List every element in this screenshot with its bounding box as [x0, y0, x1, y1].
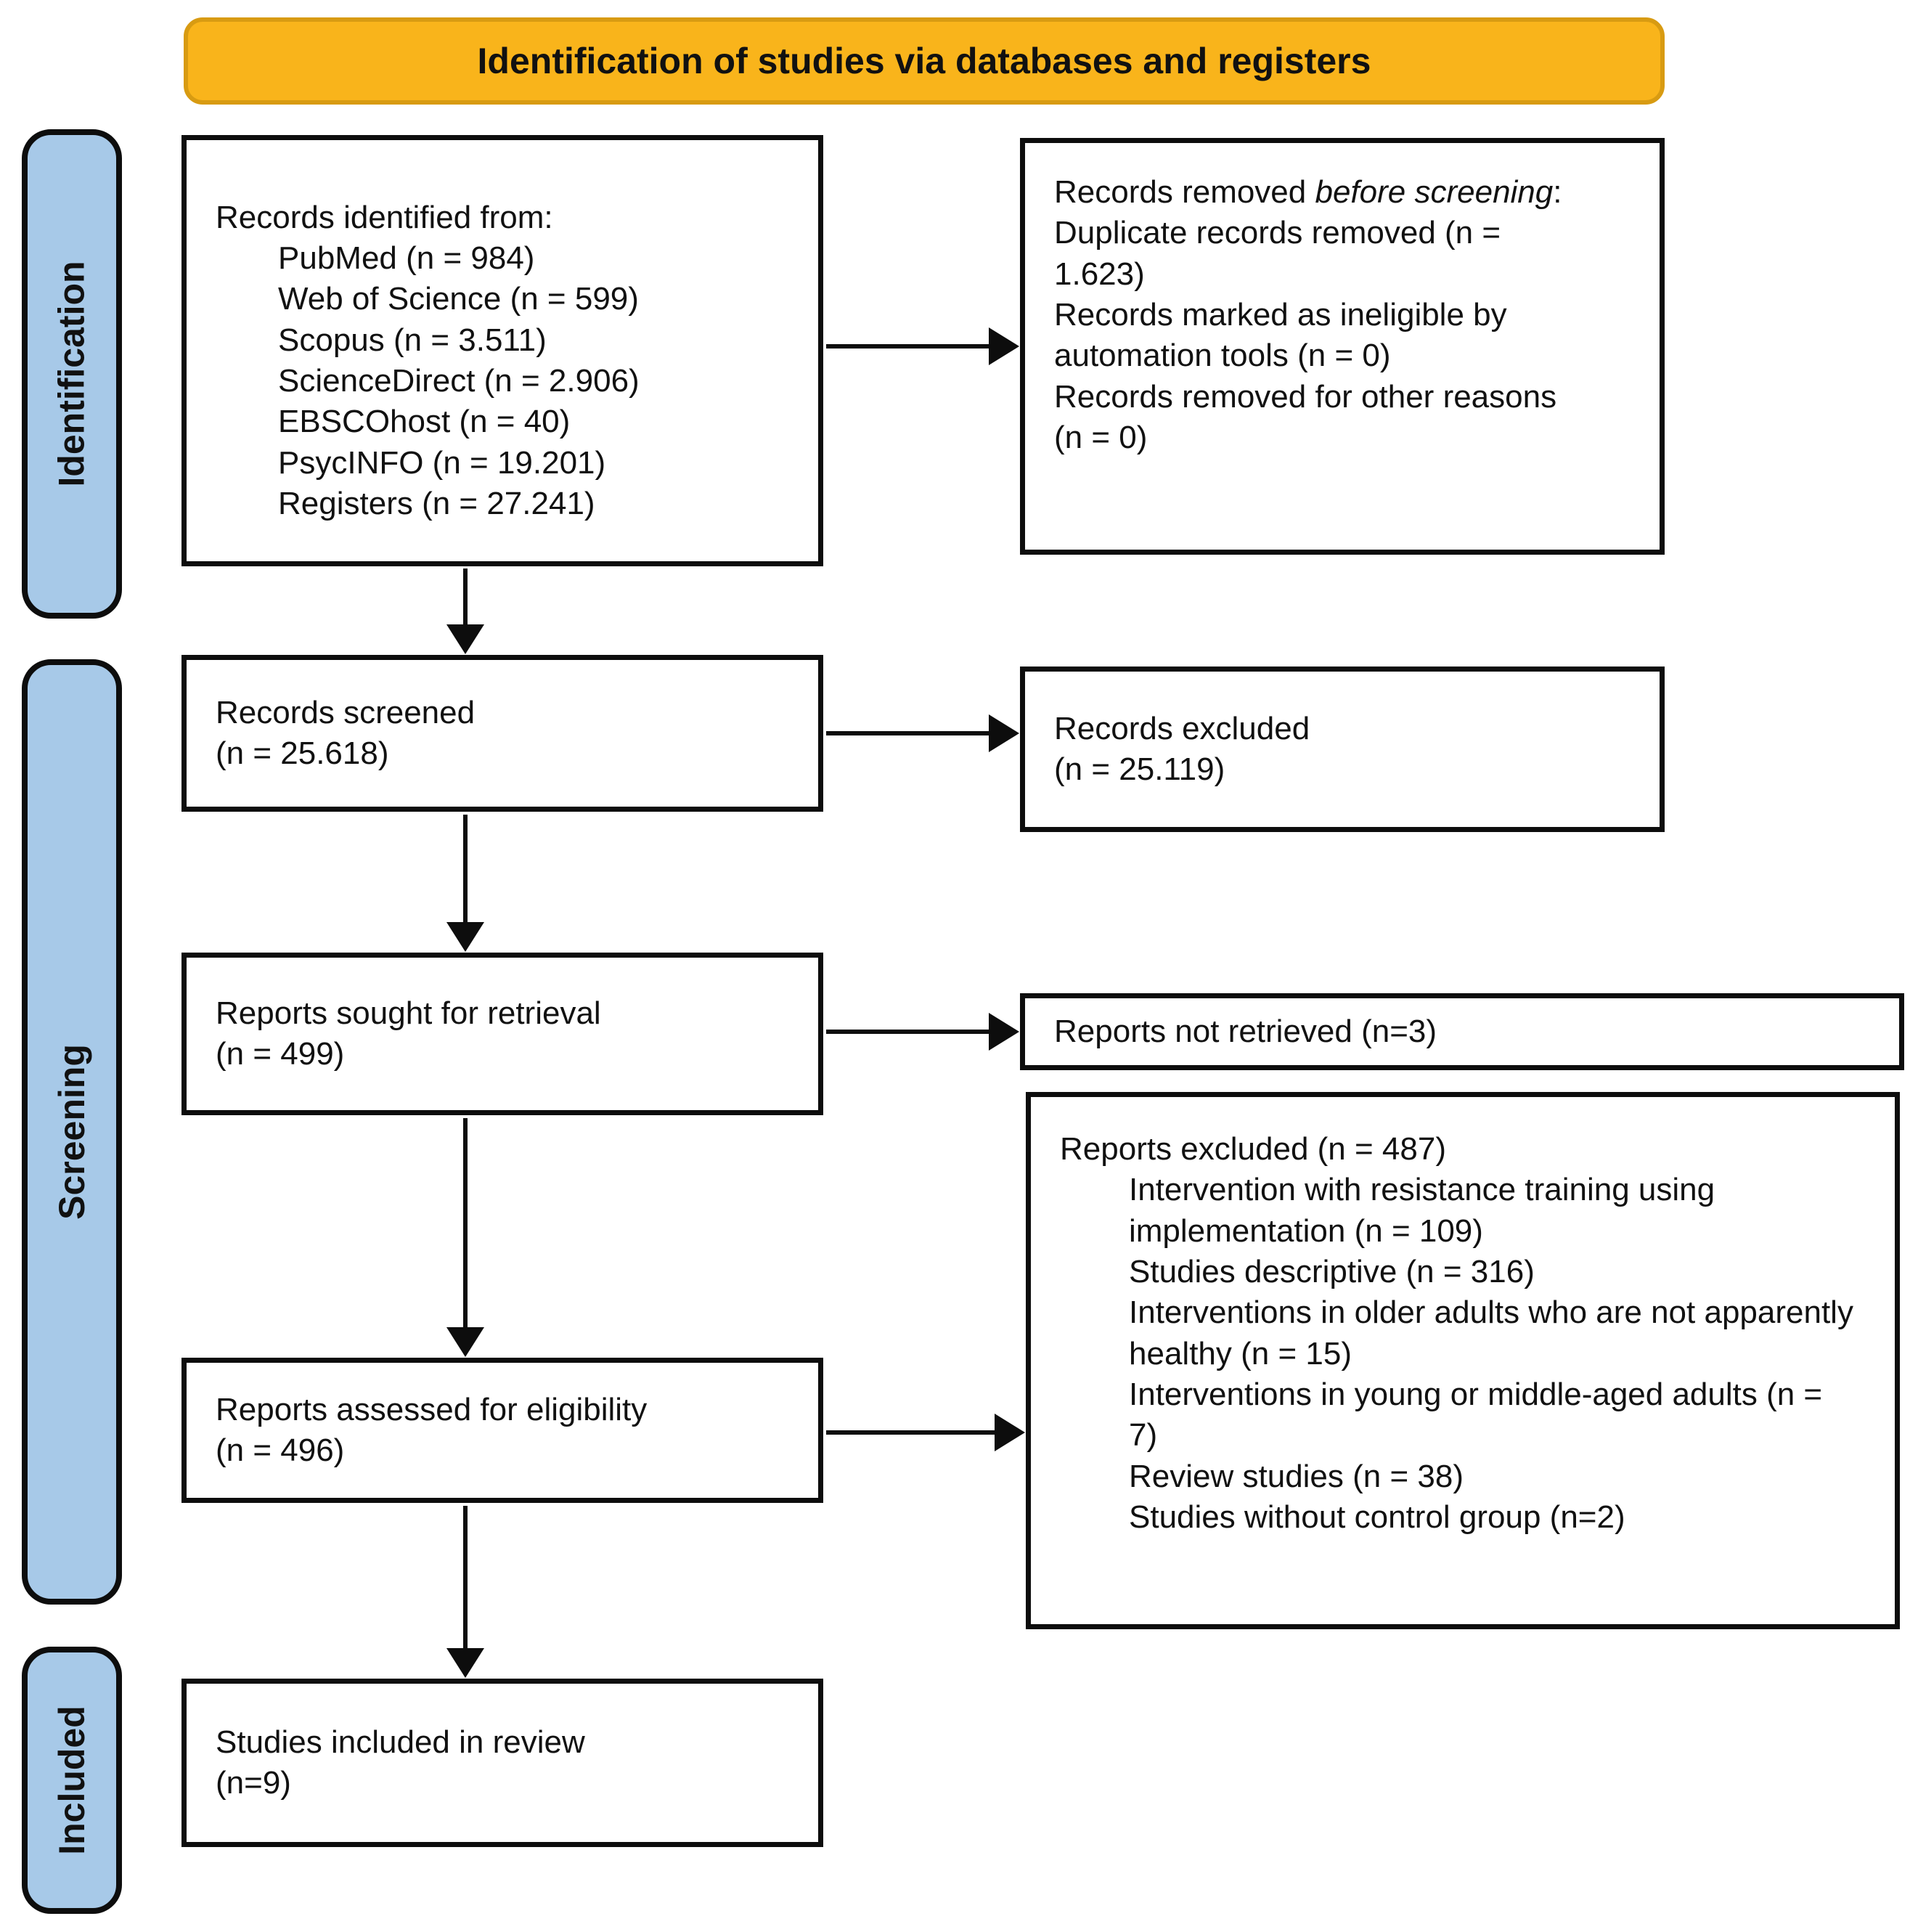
stage-label-screening-text: Screening — [52, 1044, 92, 1220]
italic-phrase: before screening — [1315, 174, 1554, 210]
database-item: ScienceDirect (n = 2.906) — [278, 363, 640, 399]
diagram-title-banner: Identification of studies via databases … — [184, 17, 1665, 105]
exclusion-item: Duplicate records removed (n = 1.623) — [1054, 215, 1501, 292]
box-title: Records identified from: — [216, 199, 553, 235]
box-count: (n=9) — [216, 1765, 291, 1801]
exclusion-item: Review studies (n = 38) — [1129, 1458, 1464, 1494]
database-item: EBSCOhost (n = 40) — [278, 404, 571, 440]
exclusion-item: Interventions in young or middle-aged ad… — [1129, 1376, 1823, 1454]
exclusion-item: Studies without control group (n=2) — [1129, 1499, 1625, 1535]
diagram-title: Identification of studies via databases … — [477, 41, 1371, 81]
database-item: Registers (n = 27.241) — [278, 485, 595, 521]
box-line: Records excluded — [1054, 710, 1310, 746]
box-title: Reports excluded (n = 487) — [1060, 1131, 1446, 1167]
box-line: Reports assessed for eligibility — [216, 1391, 648, 1427]
stage-label-included: Included — [22, 1647, 122, 1914]
box-count: (n = 496) — [216, 1432, 345, 1468]
box-line: Studies included in review — [216, 1724, 585, 1760]
reports-excluded-box: Reports excluded (n = 487) Intervention … — [1026, 1092, 1900, 1629]
box-count: (n = 25.119) — [1054, 751, 1225, 787]
box-line: Reports not retrieved (n=3) — [1054, 1013, 1437, 1049]
arrow-down-icon — [446, 568, 484, 654]
database-item: Scopus (n = 3.511) — [278, 322, 547, 358]
box-count: (n = 25.618) — [216, 735, 389, 771]
database-item: PsycINFO (n = 19.201) — [278, 444, 606, 481]
exclusion-item: Intervention with resistance training us… — [1129, 1172, 1715, 1249]
arrow-down-icon — [446, 1506, 484, 1678]
box-count: (n = 499) — [216, 1036, 345, 1072]
box-title: Records removed before screening: — [1054, 174, 1562, 210]
arrow-right-icon — [826, 714, 1019, 752]
reports-assessed-box: Reports assessed for eligibility (n = 49… — [181, 1358, 823, 1503]
records-removed-box: Records removed before screening: Duplic… — [1020, 138, 1665, 555]
stage-label-included-text: Included — [52, 1705, 93, 1855]
records-excluded-box: Records excluded (n = 25.119) — [1020, 667, 1665, 832]
records-identified-box: Records identified from: PubMed (n = 984… — [181, 135, 823, 566]
stage-label-identification-text: Identification — [52, 261, 93, 487]
arrow-down-icon — [446, 1118, 484, 1357]
box-line: Records screened — [216, 694, 476, 730]
database-item: Web of Science (n = 599) — [278, 281, 639, 317]
exclusion-item: Interventions in older adults who are no… — [1129, 1295, 1853, 1371]
exclusion-item: Studies descriptive (n = 316) — [1129, 1253, 1535, 1289]
reports-sought-box: Reports sought for retrieval (n = 499) — [181, 953, 823, 1115]
studies-included-box: Studies included in review (n=9) — [181, 1679, 823, 1847]
arrow-right-icon — [826, 1013, 1019, 1051]
exclusion-item: Records marked as ineligible by automati… — [1054, 296, 1507, 374]
arrow-right-icon — [826, 1414, 1025, 1451]
reports-not-retrieved-box: Reports not retrieved (n=3) — [1020, 993, 1904, 1070]
database-item: PubMed (n = 984) — [278, 240, 535, 277]
exclusion-item: Records removed for other reasons (n = 0… — [1054, 378, 1557, 455]
stage-label-screening: Screening — [22, 659, 122, 1605]
arrow-right-icon — [826, 327, 1019, 365]
stage-label-identification: Identification — [22, 129, 122, 619]
records-screened-box: Records screened (n = 25.618) — [181, 655, 823, 812]
arrow-down-icon — [446, 815, 484, 952]
box-line: Reports sought for retrieval — [216, 995, 601, 1031]
